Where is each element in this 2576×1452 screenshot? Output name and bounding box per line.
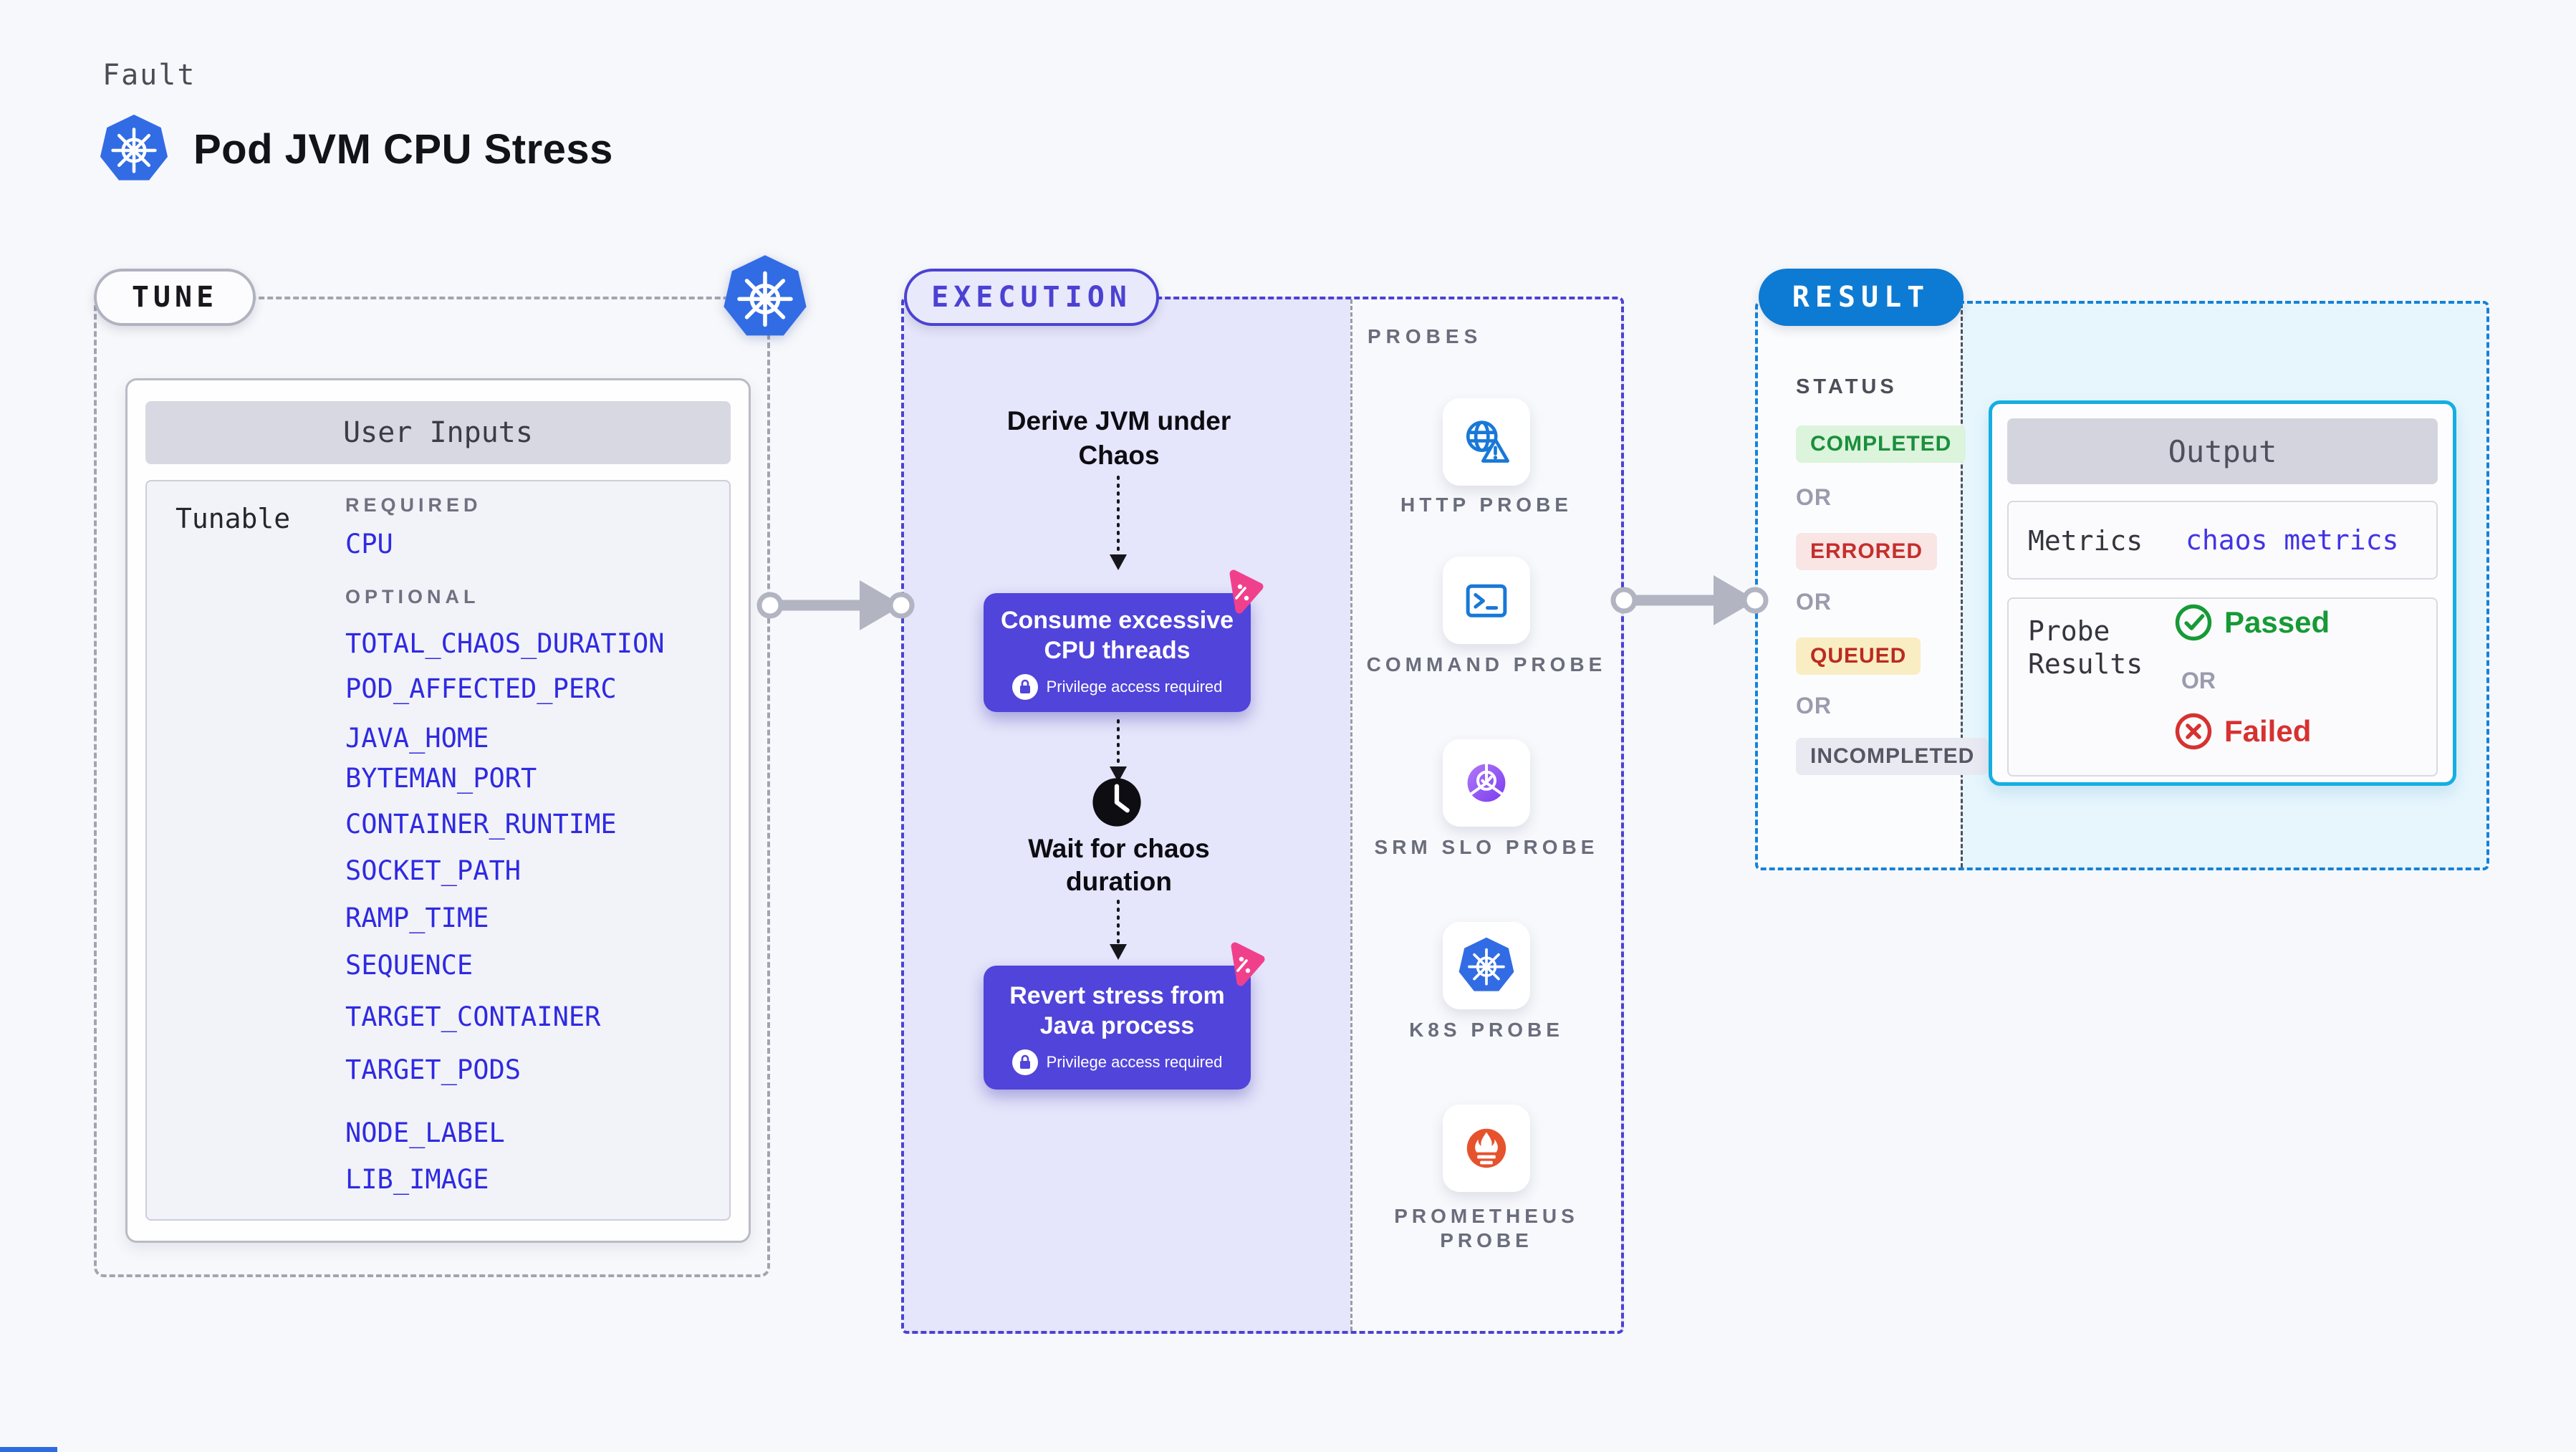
user-inputs-title: User Inputs: [145, 401, 731, 464]
param-item: JAVA_HOME: [345, 723, 489, 754]
param-item: TARGET_CONTAINER: [345, 1001, 601, 1032]
down-arrow-icon: [1110, 476, 1127, 570]
k8s-probe-card: [1443, 922, 1530, 1009]
prometheus-flame-icon: [1466, 1128, 1506, 1168]
param-item: SOCKET_PATH: [345, 855, 522, 886]
user-inputs-card: User Inputs Tunable REQUIRED CPU OPTIONA…: [125, 378, 751, 1243]
probe-label: PROMETHEUS PROBE: [1394, 1205, 1579, 1251]
privilege-note: Privilege access required: [1011, 674, 1223, 700]
prometheus-probe-card: [1443, 1105, 1530, 1192]
param-item: CPU: [345, 529, 393, 559]
lock-icon: [1011, 1049, 1038, 1075]
passed-label: Passed: [2224, 605, 2330, 639]
param-item: TARGET_PODS: [345, 1054, 522, 1085]
probe-label: COMMAND PROBE: [1366, 653, 1607, 675]
status-badge-errored: ERRORED: [1796, 533, 1938, 570]
optional-section-label: OPTIONAL: [345, 586, 480, 607]
execution-step-consume-card: Consume excessive CPU threads Privilege …: [984, 593, 1251, 712]
check-circle-icon: [2175, 604, 2212, 641]
slo-gauge-icon: [1467, 763, 1506, 802]
execution-section: Derive JVM under Chaos Consume excessive…: [901, 297, 1624, 1334]
kubernetes-icon: [1458, 936, 1515, 995]
privilege-note-text: Privilege access required: [1046, 1052, 1223, 1071]
page-title: Pod JVM CPU Stress: [193, 125, 613, 173]
metrics-label: Metrics: [2028, 525, 2143, 557]
param-item: NODE_LABEL: [345, 1117, 505, 1148]
command-probe-card: [1443, 557, 1530, 644]
chaos-fault-icon: [1229, 569, 1264, 614]
status-badge-incompleted: INCOMPLETED: [1796, 738, 1989, 775]
execution-badge: EXECUTION: [904, 269, 1159, 326]
passed-verdict: Passed: [2174, 603, 2330, 642]
failed-label: Failed: [2224, 714, 2312, 748]
srm-slo-probe-card: [1443, 739, 1530, 827]
param-item: LIB_IMAGE: [345, 1164, 489, 1195]
down-arrow-icon: [1110, 719, 1127, 782]
kubernetes-icon: [722, 252, 808, 342]
execution-to-result-arrow: [1610, 575, 1769, 625]
result-badge: RESULT: [1759, 269, 1964, 326]
param-item: POD_AFFECTED_PERC: [345, 673, 617, 704]
tunable-label: Tunable: [176, 503, 291, 534]
param-item: TOTAL_CHAOS_DURATION: [345, 628, 665, 659]
probes-divider: [1350, 299, 1352, 1331]
bottom-edge-chip: [0, 1447, 57, 1452]
param-item: RAMP_TIME: [345, 903, 489, 933]
or-label: OR: [2181, 668, 2216, 693]
probe-results-row: Probe Results Passed OR Failed: [2007, 597, 2438, 777]
terminal-icon: [1466, 584, 1507, 617]
status-badge-completed: COMPLETED: [1796, 425, 1966, 463]
fault-kind-label: Fault: [102, 59, 196, 92]
page-header: Pod JVM CPU Stress: [99, 112, 613, 186]
x-circle-icon: [2175, 713, 2212, 750]
kubernetes-icon: [99, 112, 169, 186]
tune-badge: TUNE: [94, 269, 256, 326]
status-badge-queued: QUEUED: [1796, 638, 1921, 675]
param-item: SEQUENCE: [345, 950, 474, 981]
output-title: Output: [2007, 418, 2438, 484]
execution-step-wait: Wait for chaos duration: [1028, 834, 1210, 896]
probe-label: K8S PROBE: [1409, 1019, 1564, 1041]
probe-label: HTTP PROBE: [1400, 494, 1572, 516]
or-label: OR: [1796, 484, 1832, 510]
metrics-row: Metrics chaos metrics: [2007, 501, 2438, 580]
chaos-fault-icon: [1231, 942, 1265, 986]
status-label: STATUS: [1796, 375, 1898, 398]
status-output-divider: [1961, 304, 1963, 867]
globe-alert-icon: [1466, 420, 1509, 463]
param-item: BYTEMAN_PORT: [345, 763, 537, 794]
tune-section: [94, 297, 770, 1277]
metrics-value: chaos metrics: [2186, 524, 2399, 556]
http-probe-card: [1443, 398, 1530, 486]
execution-step-revert-card: Revert stress from Java process Privileg…: [984, 966, 1251, 1090]
probe-label: SRM SLO PROBE: [1374, 836, 1599, 858]
execution-step-derive: Derive JVM under Chaos: [1006, 406, 1231, 470]
privilege-note: Privilege access required: [1011, 1049, 1223, 1075]
probes-title: PROBES: [1368, 325, 1483, 347]
lock-icon: [1011, 674, 1038, 700]
probe-results-label: Probe Results: [2028, 615, 2143, 680]
param-item: CONTAINER_RUNTIME: [345, 809, 617, 840]
or-label: OR: [1796, 589, 1832, 615]
step-card-title: Revert stress from Java process: [1009, 981, 1225, 1039]
result-section: STATUS COMPLETED OR ERRORED OR QUEUED OR…: [1755, 301, 2489, 870]
failed-verdict: Failed: [2174, 712, 2311, 751]
tune-to-execution-arrow: [756, 580, 915, 630]
privilege-note-text: Privilege access required: [1046, 678, 1223, 696]
down-arrow-icon: [1110, 900, 1127, 960]
user-inputs-body: Tunable REQUIRED CPU OPTIONAL TOTAL_CHAO…: [145, 480, 731, 1221]
clock-icon: [1092, 778, 1141, 827]
required-section-label: REQUIRED: [345, 494, 482, 516]
step-card-title: Consume excessive CPU threads: [1000, 607, 1234, 664]
output-card: Output Metrics chaos metrics Probe Resul…: [1989, 400, 2456, 786]
or-label: OR: [1796, 693, 1832, 718]
